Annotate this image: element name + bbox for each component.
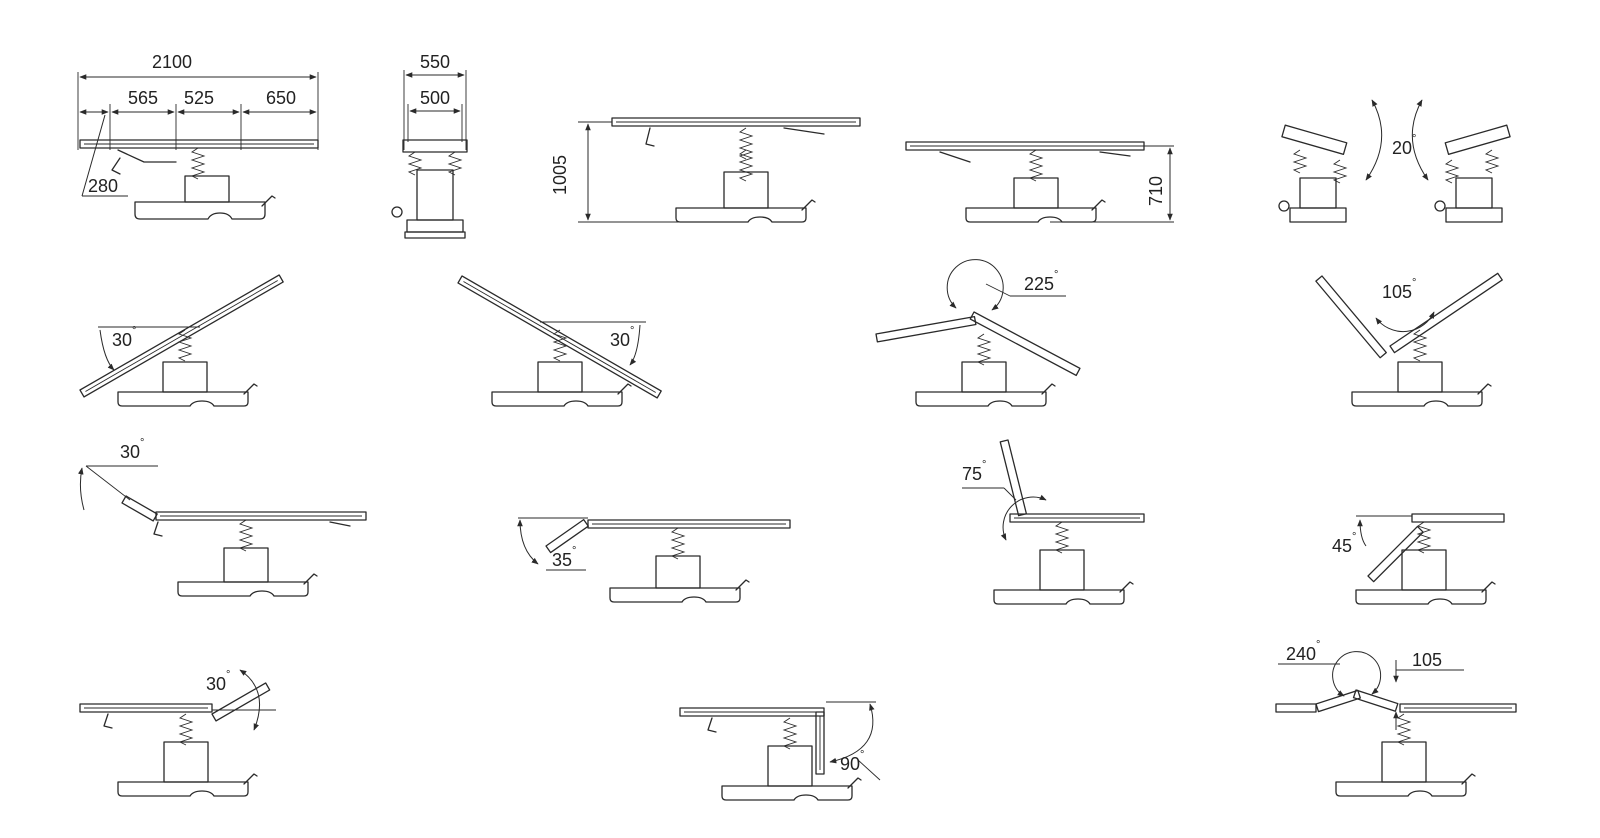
leg-up-angle-label: 30 [206, 674, 226, 694]
segment-1-label: 565 [128, 88, 158, 108]
svg-text:°: ° [630, 325, 634, 337]
length-total-label: 2100 [152, 52, 192, 72]
back-fold-position: 240 ° 105 [1275, 639, 1517, 797]
svg-text:°: ° [1316, 639, 1320, 651]
svg-text:°: ° [1054, 269, 1058, 281]
side-view-dimensioned: 2100 565 525 650 280 [77, 52, 319, 220]
lateral-tilt-views: 20 ° [1278, 99, 1511, 223]
leg-down-position: 90 ° [679, 701, 881, 801]
svg-text:°: ° [1412, 133, 1416, 145]
svg-text:°: ° [140, 437, 144, 449]
height-min-label: 710 [1146, 176, 1166, 206]
trendelenburg-angle-label: 30 [112, 330, 132, 350]
head-up-angle-label: 30 [120, 442, 140, 462]
segment-3-label: 650 [266, 88, 296, 108]
end-view-width: 550 500 [391, 52, 468, 239]
back-down-position: 45 ° [1332, 513, 1505, 605]
svg-text:°: ° [1352, 531, 1356, 543]
svg-text:°: ° [226, 669, 230, 681]
svg-text:°: ° [132, 325, 136, 337]
back-up-angle-label: 75 [962, 464, 982, 484]
leg-down-angle-label: 90 [840, 754, 860, 774]
back-up-position: 75 ° [962, 439, 1145, 605]
flex-position: 225 ° [875, 259, 1081, 407]
head-down-position: 35 ° [517, 517, 791, 603]
head-down-angle-label: 35 [552, 550, 572, 570]
back-fold-angle-label: 240 [1286, 644, 1316, 664]
offset-105-label: 105 [1412, 650, 1442, 670]
flex-angle-label: 225 [1024, 274, 1054, 294]
svg-text:°: ° [982, 459, 986, 471]
side-view-max-height: 1005 [550, 117, 861, 223]
reflex-angle-label: 105 [1382, 282, 1412, 302]
segment-2-label: 525 [184, 88, 214, 108]
trendelenburg-position: 30 ° [79, 274, 284, 407]
leg-up-position: 30 ° [79, 669, 276, 797]
svg-text:°: ° [1412, 277, 1416, 289]
reflex-v-position: 105 ° [1315, 272, 1503, 407]
width-top-label: 500 [420, 88, 450, 108]
head-section-label: 280 [88, 176, 118, 196]
back-down-angle-label: 45 [1332, 536, 1352, 556]
width-total-label: 550 [420, 52, 450, 72]
height-max-label: 1005 [550, 155, 570, 195]
svg-text:°: ° [572, 545, 576, 557]
reverse-trendelenburg-position: 30 ° [457, 275, 662, 407]
side-view-min-height: 710 [905, 141, 1174, 223]
head-up-position: 30 ° [78, 437, 367, 597]
lateral-angle-label: 20 [1392, 138, 1412, 158]
reverse-trend-angle-label: 30 [610, 330, 630, 350]
svg-text:°: ° [860, 749, 864, 761]
